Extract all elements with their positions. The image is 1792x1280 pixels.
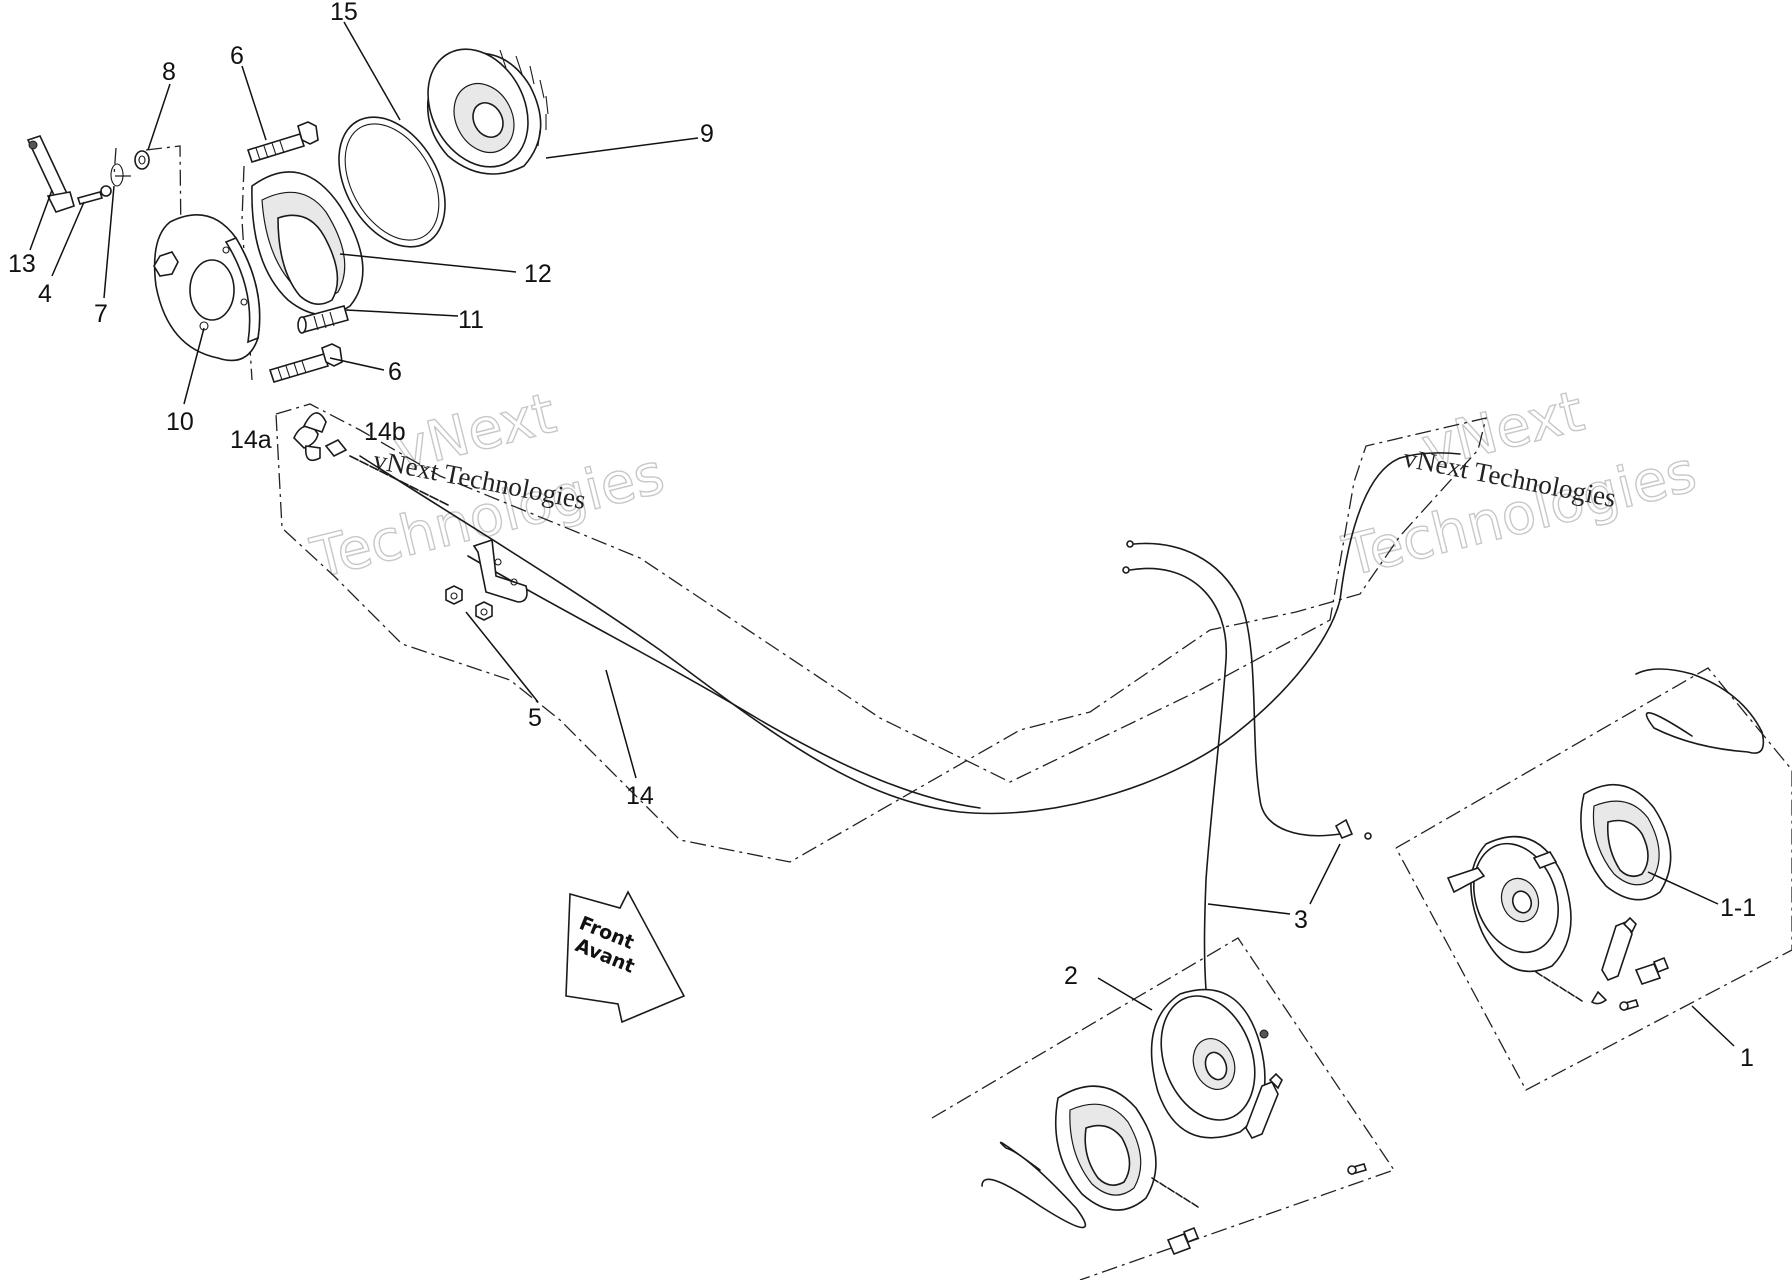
- callout-9: 9: [700, 120, 714, 148]
- cable-bracket: [472, 538, 528, 603]
- return-spring-2: [981, 1141, 1087, 1229]
- callout-7: 7: [94, 300, 108, 328]
- bolt-6-bottom: [268, 343, 343, 383]
- assembly-1-boundary: [1395, 667, 1792, 1091]
- callout-13: 13: [8, 250, 36, 278]
- callout-1-1: 1-1: [1720, 894, 1756, 922]
- watermark-right: vNext Technologies vNext Technologies: [1336, 378, 1703, 590]
- wing-nut-14a: [293, 412, 327, 462]
- lever-1: [1590, 916, 1637, 1005]
- leader-lines: [29, 21, 1735, 1047]
- nut-8: [134, 150, 150, 170]
- stud-pin-11: [297, 305, 349, 334]
- callout-14a: 14a: [230, 426, 272, 454]
- backing-plate-2: [1150, 988, 1269, 1139]
- washer-7: [110, 163, 124, 187]
- callout-11: 11: [458, 306, 484, 334]
- callout-14b: 14b: [364, 418, 406, 446]
- bracket-washer-top: [145, 145, 183, 341]
- brake-shoes-12: [251, 171, 364, 316]
- callout-10: 10: [166, 408, 194, 436]
- return-spring-1: [1635, 668, 1765, 754]
- pin-1: [1634, 956, 1670, 985]
- backing-plate-10: [153, 214, 261, 362]
- callout-3: 3: [1294, 906, 1308, 934]
- cable-3-ends: [1122, 540, 1372, 840]
- callout-6-top: 6: [230, 42, 244, 70]
- callout-numbers: 15 6 8 9 13 4 7 12 11 6 10 14a 14b 5 14 …: [8, 0, 1756, 1072]
- cable-14: [359, 452, 1461, 815]
- seal-ring-15: [338, 116, 446, 248]
- callout-2: 2: [1064, 962, 1078, 990]
- cable-14-return: [467, 555, 981, 809]
- callout-4: 4: [38, 280, 52, 308]
- spring-2-small: [1151, 1177, 1199, 1208]
- brake-lever-13: [26, 135, 75, 213]
- callout-8: 8: [162, 58, 176, 86]
- pin-2: [1166, 1226, 1200, 1256]
- bolt-6-top: [246, 121, 319, 163]
- brake-shoes-2: [1055, 1085, 1157, 1211]
- front-direction-arrow: Front Avant: [565, 890, 686, 1024]
- spring-1-small: [1535, 971, 1583, 1002]
- backing-plate-1: [1446, 835, 1572, 973]
- brake-drum-9: [426, 48, 549, 175]
- callout-15: 15: [330, 0, 358, 26]
- callout-5: 5: [528, 704, 542, 732]
- nuts-5: [445, 585, 493, 621]
- bracket-washer: [113, 147, 132, 177]
- cable-spring-14b: [349, 455, 449, 506]
- callout-1: 1: [1740, 1044, 1754, 1072]
- assembly-2-boundary: [931, 937, 1396, 1280]
- callout-12: 12: [524, 260, 552, 288]
- callout-14: 14: [626, 782, 654, 810]
- screw-4: [76, 185, 112, 205]
- cable-3-a: [1133, 542, 1341, 837]
- cable-fitting-14b: [324, 438, 348, 458]
- screw-1: [1619, 999, 1640, 1011]
- brake-shoes-1-1: [1580, 783, 1672, 901]
- screw-2: [1347, 1163, 1368, 1175]
- lever-2: [1245, 1072, 1283, 1139]
- callout-6-bottom: 6: [388, 358, 402, 386]
- cable-3-b: [1129, 567, 1227, 991]
- cable-14-boundary: [275, 403, 1487, 863]
